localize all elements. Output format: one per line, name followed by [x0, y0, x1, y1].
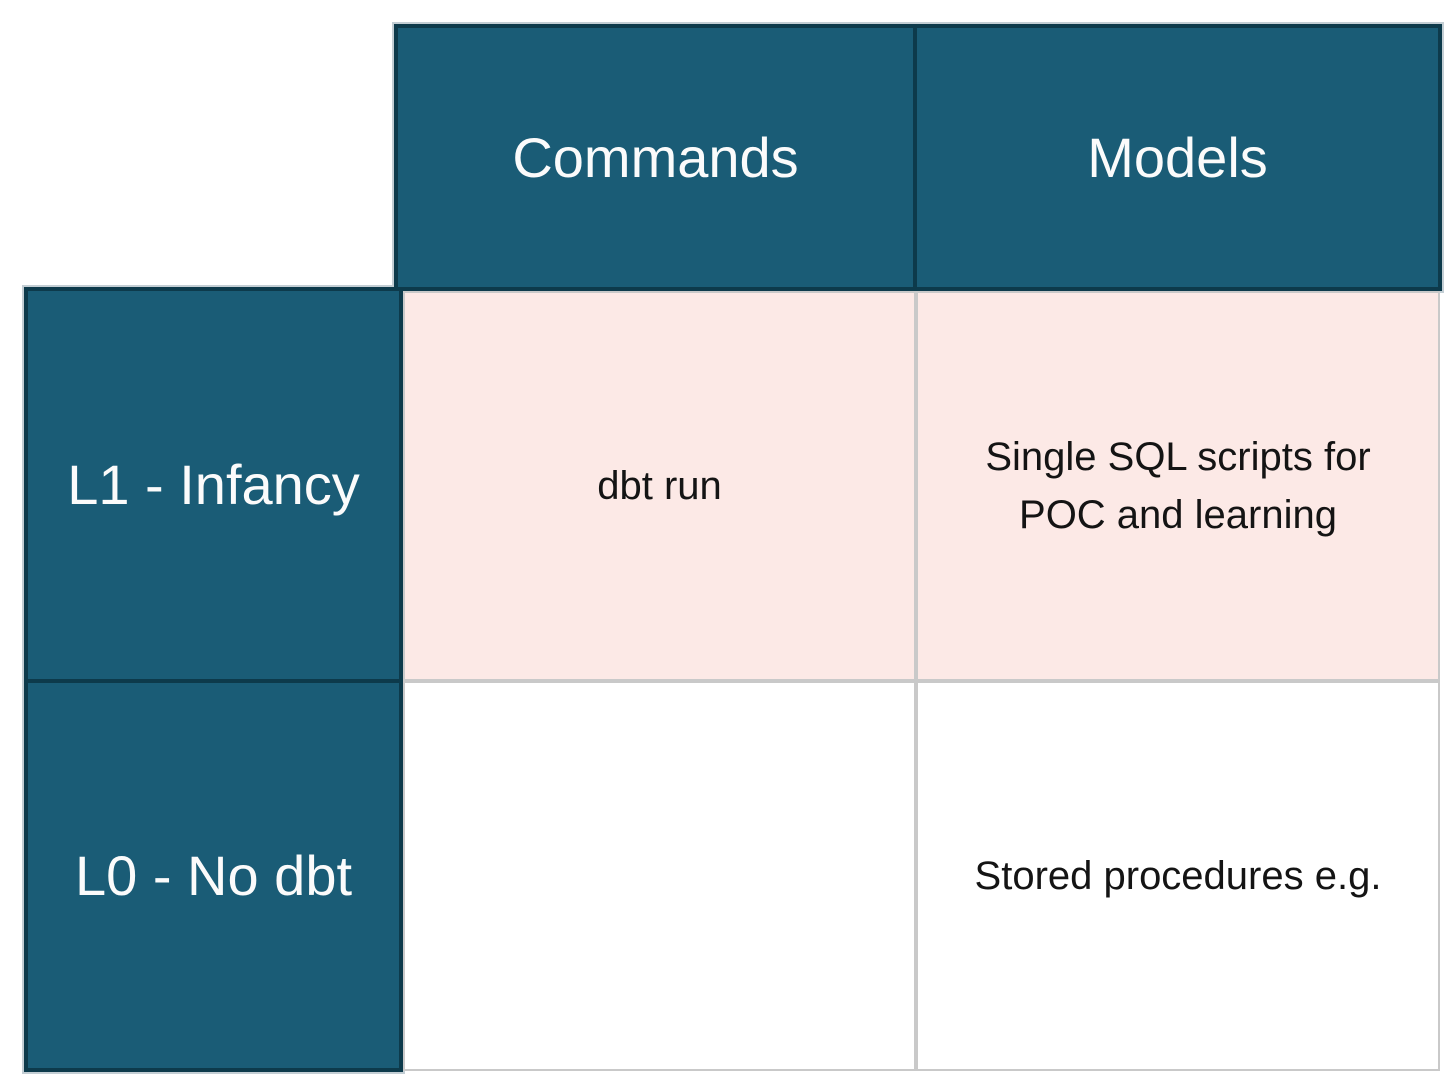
cell-l0-commands: [403, 681, 916, 1071]
cell-l0-models: Stored procedures e.g.: [916, 681, 1440, 1071]
row-header-l1-infancy: L1 - Infancy: [24, 287, 403, 683]
column-header-commands: Commands: [394, 24, 917, 291]
cell-l1-models: Single SQL scripts for POC and learning: [916, 291, 1440, 681]
cell-l1-commands: dbt run: [403, 291, 916, 681]
column-header-models: Models: [913, 24, 1442, 291]
row-header-l0-no-dbt: L0 - No dbt: [24, 679, 403, 1072]
